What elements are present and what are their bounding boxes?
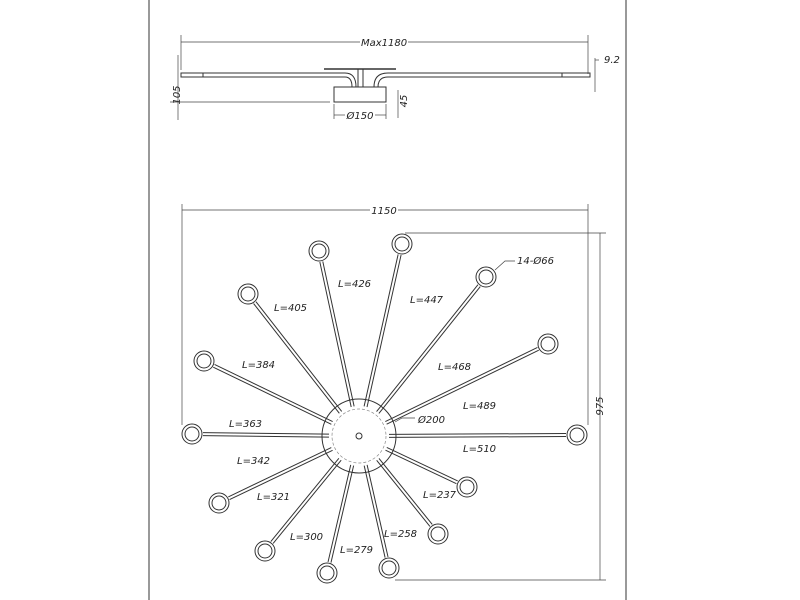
shade-ring [181,423,203,445]
hub [321,398,397,474]
shade-ring [184,426,200,442]
right-arm-tip [561,72,591,78]
arm-length-label: L=321 [257,492,290,503]
shade-ring [378,557,400,579]
arms-group [181,233,588,584]
arm-length-label: L=258 [384,529,417,540]
shade-ring [193,350,215,372]
hub-diameter-label: Ø200 [417,414,445,426]
shade-ring [254,540,276,562]
shade-ring [478,269,494,285]
shade-ring [257,543,273,559]
arm-6 [376,458,449,545]
arm-9 [254,457,342,562]
shade-ring [211,495,227,511]
shade-ring [475,266,497,288]
canopy-base [333,86,387,103]
shade-ring [459,479,475,495]
shade-ring [316,562,338,584]
shade-ring [391,233,413,255]
arm-1 [363,233,413,408]
left-arm-tip [180,72,204,78]
arm-length-label: L=426 [338,279,371,290]
arm-0 [308,240,355,408]
arm-10 [208,447,333,514]
shade-ring [237,283,259,305]
top-depth-label: 975 [595,396,606,415]
arm-length-label: L=468 [438,362,471,373]
shade-ring [381,560,397,576]
arm-length-label: L=363 [229,419,262,430]
shade-ring [240,286,256,302]
shade-ring [540,336,556,352]
side-view: Max1180 105 45 Ø150 9.2 [170,35,620,122]
arm-length-label: L=342 [237,456,270,467]
shade-ring [456,476,478,498]
top-width-label: 1150 [371,206,396,217]
arm-length-label: L=300 [290,532,323,543]
shade-spec-label: 14-Ø66 [517,255,554,267]
height-label: 105 [172,85,183,104]
top-view: 1150 975 Ø200 14-Ø66 L=426L=447L=468L=48… [181,204,606,584]
arm-length-label: L=405 [274,303,307,314]
arm-length-label: L=384 [242,360,275,371]
arm-length-label: L=510 [463,444,496,455]
shade-ring [394,236,410,252]
arm-length-label: L=447 [410,295,444,306]
shade-ring [566,424,588,446]
shade-ring [308,240,330,262]
arm-8 [316,464,355,584]
arm-5 [385,447,478,498]
max-width-label: Max1180 [361,38,407,49]
shade-ring [208,492,230,514]
shade-ring [196,353,212,369]
arm-length-label: L=237 [423,490,457,501]
base-height-label: 45 [399,95,410,108]
shade-ring [319,565,335,581]
shade-ring [569,427,585,443]
arm-4 [388,424,588,446]
shade-ring [311,243,327,259]
arm-thickness-label: 9.2 [604,55,620,66]
arm-12 [193,350,333,425]
shade-ring [537,333,559,355]
arm-length-label: L=279 [340,545,373,556]
arm-13 [237,283,343,414]
arm-3 [385,333,559,425]
shade-ring [427,523,449,545]
base-diameter-label: Ø150 [346,110,374,122]
arm-11 [181,423,330,445]
arm-length-label: L=489 [463,401,496,412]
shade-ring [430,526,446,542]
arm-2 [376,266,497,414]
arm-7 [363,464,400,579]
